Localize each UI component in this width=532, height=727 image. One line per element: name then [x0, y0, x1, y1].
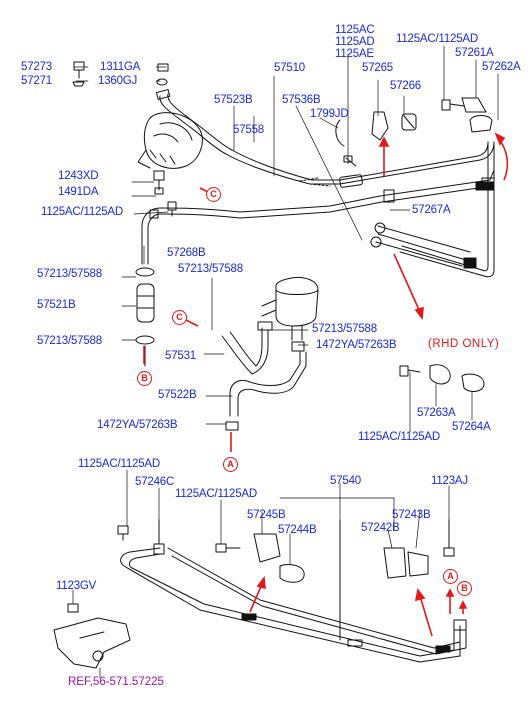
- return-line-57536b: [159, 141, 495, 278]
- part-label-1125ac-1125ad-mid: 1125AC/1125AD: [358, 431, 441, 443]
- part-label-57271: 57271: [21, 75, 52, 87]
- part-label-1311ga: 1311GA: [100, 61, 141, 73]
- clamp-57261a: [441, 97, 493, 133]
- hose-57521b: [135, 267, 155, 367]
- part-label-1472ya-57263b-b: 1472YA/57263B: [97, 419, 178, 431]
- pressure-line-57510: [225, 141, 495, 191]
- callout-a-mid: A: [223, 457, 238, 472]
- callout-c-mid: C: [172, 310, 187, 325]
- part-label-1125ac-1125ad-bottom-mid: 1125AC/1125AD: [175, 488, 258, 500]
- part-label-57213-57588-a: 57213/57588: [37, 268, 102, 280]
- part-label-57261a: 57261A: [455, 47, 494, 59]
- part-label-57262a: 57262A: [482, 61, 521, 73]
- part-label-57531: 57531: [165, 350, 196, 362]
- part-label-57510: 57510: [274, 62, 305, 74]
- part-label-57558: 57558: [233, 124, 264, 136]
- hose-57531: [221, 321, 273, 375]
- part-label-1125ac-1125ad-left: 1125AC/1125AD: [41, 206, 124, 218]
- callout-a-lower: A: [443, 569, 458, 584]
- callout-c-upper: C: [206, 187, 221, 202]
- part-label-57523b: 57523B: [214, 94, 253, 106]
- power-steering-pump: [137, 112, 203, 169]
- part-label-57273: 57273: [21, 61, 52, 73]
- bracket-reference: REF,56-571.57225: [68, 676, 164, 688]
- part-label-57244b: 57244B: [278, 524, 317, 536]
- rhd-only-note: (RHD ONLY): [428, 338, 500, 350]
- part-label-57245b: 57245B: [247, 509, 286, 521]
- fasteners-top-left: [72, 61, 177, 217]
- part-label-1125ac-1125ad-bottom-left: 1125AC/1125AD: [78, 458, 161, 470]
- part-label-57243b: 57243B: [392, 509, 431, 521]
- part-label-1125ac-top: 1125AC: [335, 24, 375, 36]
- part-label-1472ya-57263b-a: 1472YA/57263B: [316, 339, 397, 351]
- hose-57522b: [225, 341, 307, 431]
- part-label-57268b: 57268B: [167, 247, 206, 259]
- part-label-57266: 57266: [390, 80, 421, 92]
- part-label-57263a: 57263A: [417, 407, 456, 419]
- leader-lines: [72, 45, 499, 679]
- clamp-57263a: [399, 364, 485, 392]
- callout-b-left: B: [137, 371, 152, 386]
- part-label-57265: 57265: [362, 62, 393, 74]
- part-label-57522b: 57522B: [158, 389, 197, 401]
- cooler-line-57540: [120, 519, 467, 663]
- part-label-57242b: 57242B: [361, 522, 400, 534]
- part-label-1123aj: 1123AJ: [431, 475, 468, 487]
- part-label-1243xd: 1243XD: [58, 170, 99, 182]
- part-label-1123gv: 1123GV: [56, 580, 97, 592]
- callout-b-lower: B: [457, 581, 472, 596]
- pressure-hose-upper: [155, 89, 233, 155]
- reservoir: [261, 277, 319, 341]
- lower-clamps: [117, 519, 455, 583]
- part-label-57264a: 57264A: [452, 421, 491, 433]
- part-label-1799jd: 1799JD: [310, 108, 349, 120]
- mounting-bracket: [53, 603, 131, 669]
- part-label-1125ac-1125ad-top-right: 1125AC/1125AD: [396, 33, 479, 45]
- part-label-57540: 57540: [330, 475, 361, 487]
- part-label-1125ad-top: 1125AD: [335, 36, 375, 48]
- red-arrows: [143, 132, 509, 637]
- hose-ends-rhd: [370, 222, 471, 267]
- part-label-57213-57588-d: 57213/57588: [312, 323, 377, 335]
- part-label-1491da: 1491DA: [58, 186, 99, 198]
- return-line-left-drop: [141, 207, 161, 265]
- part-label-57213-57588-b: 57213/57588: [178, 263, 243, 275]
- part-label-57267a: 57267A: [412, 204, 451, 216]
- part-label-57521b: 57521B: [37, 299, 76, 311]
- part-label-1125ae-top: 1125AE: [335, 48, 374, 60]
- part-label-57213-57588-c: 57213/57588: [37, 335, 102, 347]
- part-label-57536b: 57536B: [282, 94, 321, 106]
- part-label-1360gj: 1360GJ: [98, 75, 138, 87]
- part-label-57246c: 57246C: [135, 476, 175, 488]
